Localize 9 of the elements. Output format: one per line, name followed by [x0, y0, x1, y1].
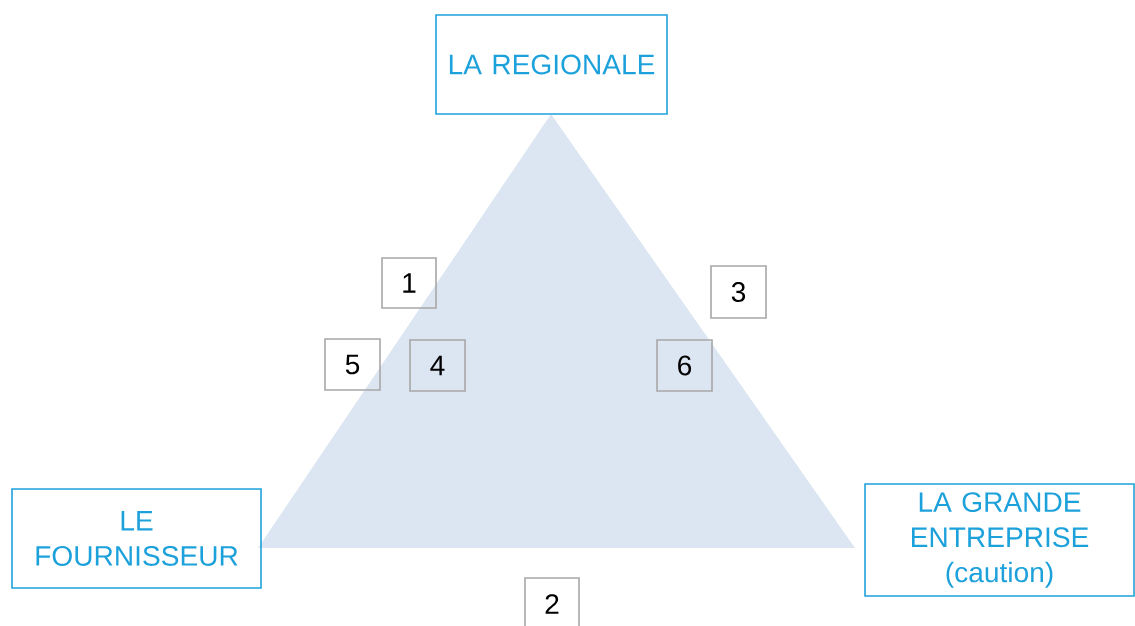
party-box: LE FOURNISSEUR	[11, 488, 262, 589]
number-box: 6	[656, 339, 713, 392]
number-box: 1	[381, 257, 437, 309]
party-box: LA GRANDE ENTREPRISE (caution)	[864, 483, 1135, 597]
number-box: 5	[324, 338, 381, 391]
number-box: 3	[710, 265, 767, 319]
number-box: 2	[524, 577, 580, 626]
number-box: 4	[409, 339, 466, 392]
party-box: LA REGIONALE	[435, 14, 668, 115]
